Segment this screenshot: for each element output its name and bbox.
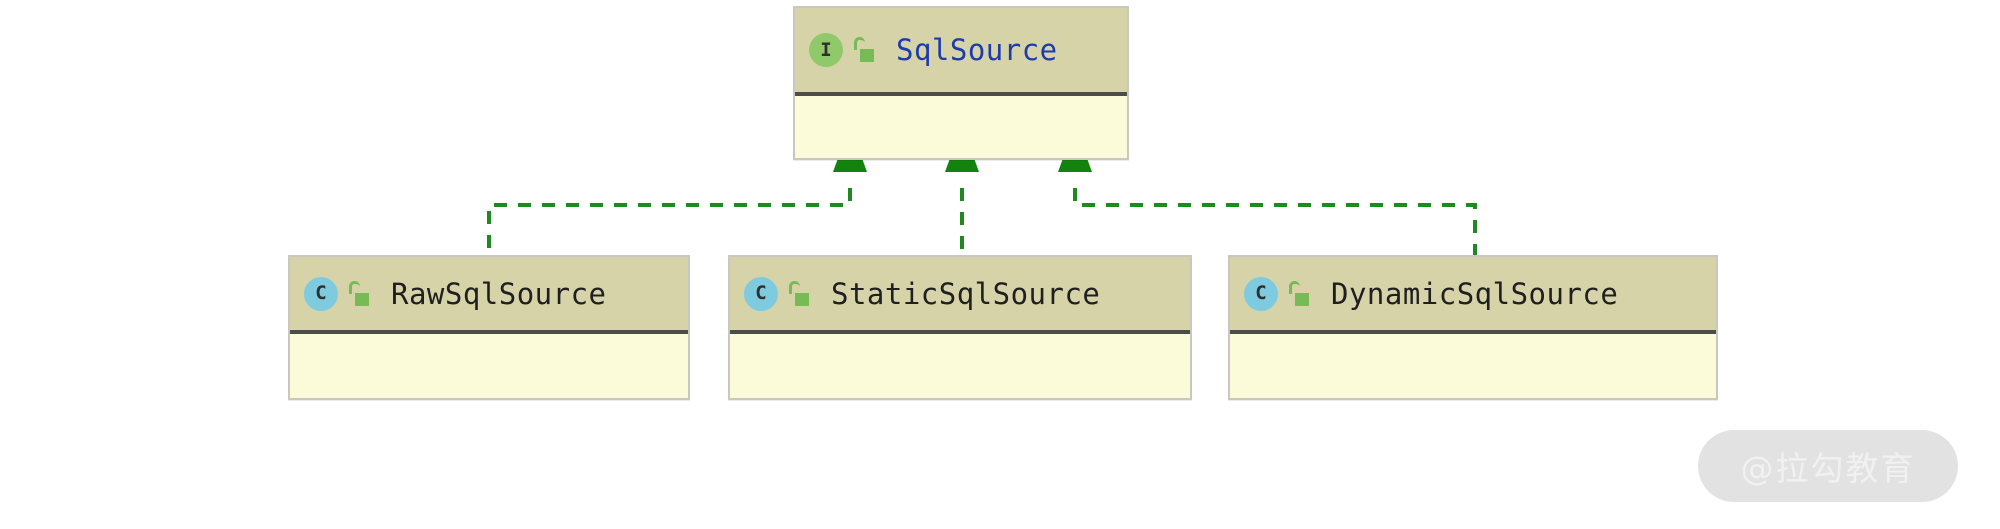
uml-node-dynamicsqlsource[interactable]: C DynamicSqlSource <box>1228 255 1718 400</box>
class-name: DynamicSqlSource <box>1331 276 1619 311</box>
uml-node-header: C RawSqlSource <box>290 257 688 334</box>
edge-rawsqlsource <box>487 188 852 255</box>
uml-node-attributes-compartment <box>795 96 1127 158</box>
class-stereotype-icon: C <box>744 276 778 311</box>
watermark-text: @拉勾教育 <box>1740 449 1916 488</box>
uml-node-attributes-compartment <box>730 334 1190 398</box>
unlocked-padlock-icon <box>1287 280 1309 307</box>
interface-stereotype-icon: I <box>809 33 843 67</box>
interface-name: SqlSource <box>896 33 1058 67</box>
class-name: RawSqlSource <box>391 276 607 311</box>
class-name: StaticSqlSource <box>831 276 1101 311</box>
uml-node-staticsqlsource[interactable]: C StaticSqlSource <box>728 255 1192 400</box>
uml-node-header: I SqlSource <box>795 8 1127 96</box>
class-stereotype-icon: C <box>1244 276 1278 311</box>
uml-node-rawsqlsource[interactable]: C RawSqlSource <box>288 255 690 400</box>
unlocked-padlock-icon <box>787 280 809 307</box>
unlocked-padlock-icon <box>347 280 369 307</box>
class-stereotype-icon: C <box>304 276 338 311</box>
uml-node-sqlsource[interactable]: I SqlSource <box>793 6 1129 160</box>
unlocked-padlock-icon <box>852 37 874 63</box>
watermark: @拉勾教育 <box>1698 430 1958 502</box>
uml-node-header: C DynamicSqlSource <box>1230 257 1716 334</box>
uml-node-header: C StaticSqlSource <box>730 257 1190 334</box>
edge-dynamicsqlsource <box>1073 188 1477 255</box>
uml-node-attributes-compartment <box>1230 334 1716 398</box>
uml-node-attributes-compartment <box>290 334 688 398</box>
